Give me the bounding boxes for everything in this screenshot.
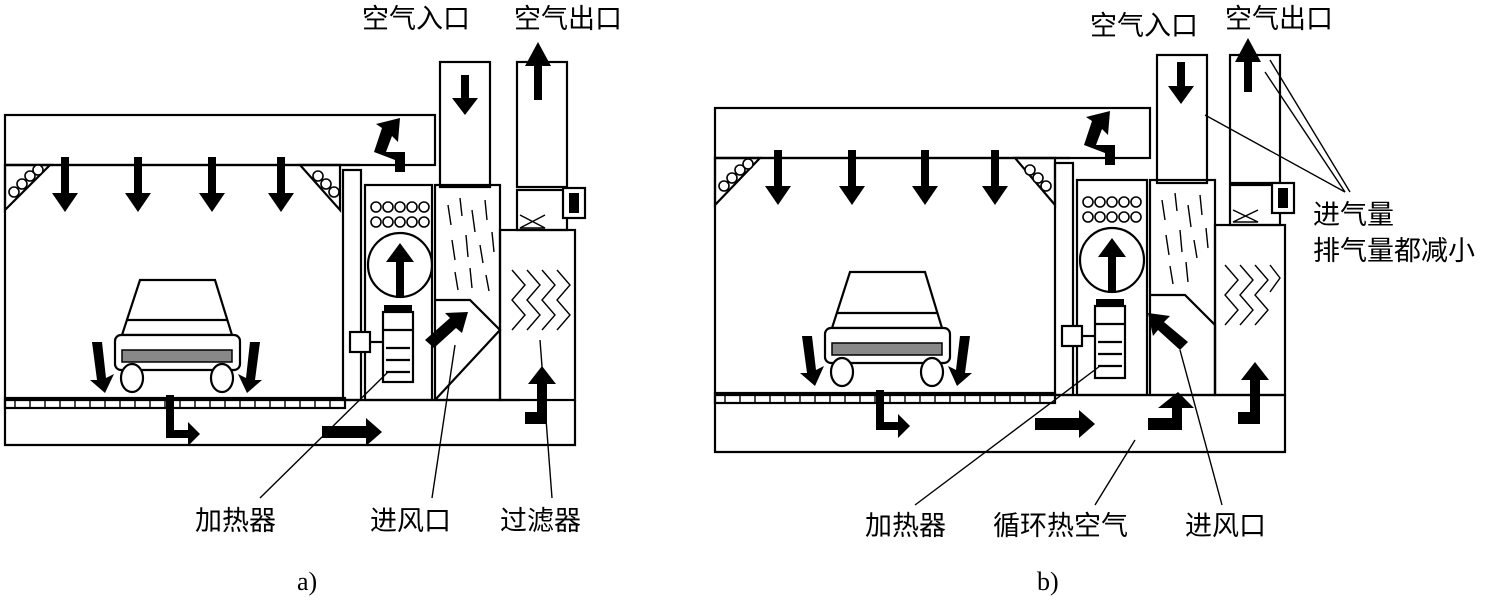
panel-b-left-ceiling-filter-icon bbox=[718, 158, 754, 192]
panel-a-car-icon bbox=[113, 278, 242, 394]
panel-b-recirculation: 空气入口 空气出口 进气量 排气量都减小 加热器 循环热空气 进风口 b) bbox=[713, 4, 1475, 596]
panel-b-recirculated-air-leader bbox=[1094, 439, 1136, 506]
panel-a-air-intake-label: 进风口 bbox=[370, 506, 451, 537]
panel-a-floor-grating bbox=[3, 396, 347, 410]
panel-a-right-ceiling-filter-icon bbox=[312, 170, 340, 198]
panel-b-caption: b) bbox=[1037, 567, 1059, 596]
panel-b-roof-curved-arrow bbox=[1084, 111, 1115, 165]
panel-a-booth-outline bbox=[3, 165, 577, 447]
panel-b-heater-leader bbox=[914, 365, 1101, 506]
panel-a-filter-pleats-icon bbox=[511, 269, 571, 331]
panel-a-under-floor-arrow bbox=[166, 395, 200, 446]
panel-b-volume-note-line2: 排气量都减小 bbox=[1313, 236, 1475, 267]
panel-a-heater-leader bbox=[259, 371, 389, 499]
panel-b-floor-grating bbox=[713, 391, 1057, 405]
panel-a-downdraft-arrows bbox=[52, 157, 294, 212]
panel-a-air-inlet-label: 空气入口 bbox=[362, 4, 470, 35]
panel-b-heater-coil-icon bbox=[1082, 196, 1142, 223]
panel-a-full-air-supply: 空气入口 空气出口 加热器 进风口 过滤器 a) bbox=[3, 4, 622, 596]
panel-b-booth-outline bbox=[713, 158, 1287, 454]
panel-b-air-inlet-label: 空气入口 bbox=[1090, 11, 1198, 42]
panel-b-filter-pleats-icon bbox=[1224, 264, 1281, 326]
panel-a-heater-housing bbox=[363, 183, 434, 402]
panel-a-filter-leader bbox=[539, 339, 553, 499]
panel-a-heater-label: 加热器 bbox=[195, 506, 276, 537]
panel-b-recirculated-air-label: 循环热空气 bbox=[993, 511, 1128, 542]
panel-b-outlet-arrow bbox=[1235, 38, 1261, 92]
panel-a-ceiling-plenum bbox=[3, 113, 437, 167]
panel-b-outlet-note-leader bbox=[1264, 71, 1346, 193]
panel-a-intake-leader bbox=[431, 344, 456, 499]
panel-a-intake-plenum bbox=[433, 183, 502, 402]
panel-a-inlet-arrow bbox=[452, 75, 478, 115]
panel-a-outlet-arrow bbox=[525, 42, 551, 100]
panel-a-caption: a) bbox=[297, 567, 317, 596]
panel-a-left-ceiling-filter-icon bbox=[8, 164, 44, 198]
panel-b-inlet-arrow bbox=[1168, 62, 1194, 104]
panel-b-intake-plenum bbox=[1148, 178, 1217, 397]
panel-a-filter-label: 过滤器 bbox=[500, 506, 581, 537]
panel-a-car-side-arrows bbox=[90, 342, 262, 393]
panel-b-heater-label: 加热器 bbox=[865, 511, 946, 542]
panel-b-volume-note-line1: 进气量 bbox=[1313, 200, 1394, 231]
panel-b-air-intake-label: 进风口 bbox=[1185, 511, 1266, 542]
panel-b-air-inlet-duct bbox=[1155, 53, 1209, 185]
panel-b-right-ceiling-filter-icon bbox=[1024, 164, 1052, 192]
panel-b-recirculation-arrow bbox=[1035, 410, 1095, 438]
panel-a-roof-curved-arrow bbox=[374, 118, 405, 172]
panel-b-car-icon bbox=[823, 270, 952, 388]
panel-a-return-arrow bbox=[322, 418, 382, 446]
panel-b-heater-housing bbox=[1075, 178, 1149, 397]
panel-b-under-floor-arrow bbox=[876, 390, 910, 438]
panel-a-air-outlet-label: 空气出口 bbox=[514, 4, 622, 35]
panel-b-air-outlet-label: 空气出口 bbox=[1225, 4, 1333, 35]
panel-b-air-outlet-duct bbox=[1228, 53, 1282, 185]
panel-a-heater-coil-icon bbox=[370, 201, 430, 228]
panel-b-intake-leader bbox=[1179, 349, 1223, 506]
panel-b-intake-up-arrow bbox=[1148, 392, 1194, 430]
panel-b-inlet-note-leader bbox=[1204, 114, 1346, 193]
panel-b-intake-arrow bbox=[1148, 313, 1188, 350]
panel-b-downdraft-arrows bbox=[765, 150, 1008, 205]
panel-a-filter-up-arrow bbox=[525, 366, 556, 424]
panel-b-car-side-arrows bbox=[800, 336, 972, 386]
panel-a-air-inlet-duct bbox=[438, 60, 492, 189]
panel-a-intake-arrow bbox=[425, 312, 468, 348]
panel-b-filter-up-arrow bbox=[1238, 362, 1269, 424]
